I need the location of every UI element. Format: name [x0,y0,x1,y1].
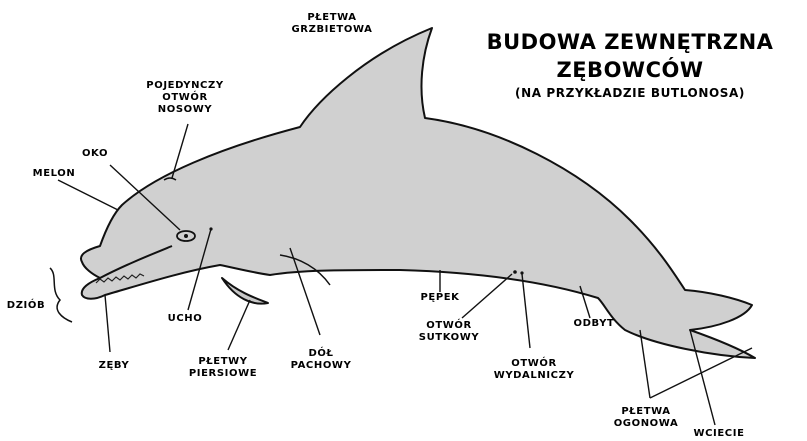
label-pletwa-grzbietowa-l1: PŁETWA [282,12,382,24]
label-otwor-nosowy-l1: POJEDYNCZY [135,80,235,92]
label-dol-pachowy-l2: PACHOWY [278,360,364,372]
label-otwor-sutkowy-l2: SUTKOWY [406,332,492,344]
pectoral-fin [222,278,268,304]
label-otwor-wydalniczy-l2: WYDALNICZY [488,370,580,382]
label-pletwa-grzbietowa-l2: GRZBIETOWA [282,24,382,36]
label-pletwy-piersiowe-l1: PŁETWY [180,356,266,368]
label-pletwy-piersiowe: PŁETWY PIERSIOWE [180,356,266,380]
title-line-3: (NA PRZYKŁADZIE BUTLONOSA) [455,86,805,100]
eye-pupil [184,234,188,238]
label-otwor-wydalniczy-l1: OTWÓR [488,358,580,370]
label-otwor-nosowy-l2: OTWÓR [135,92,235,104]
label-pletwa-ogonowa: PŁETWA OGONOWA [606,406,686,430]
label-dol-pachowy-l1: DÓŁ [278,348,364,360]
label-zeby: ZĘBY [92,360,136,372]
label-odbyt: ODBYT [566,318,622,330]
label-pepek: PĘPEK [412,292,468,304]
label-otwor-nosowy: POJEDYNCZY OTWÓR NOSOWY [135,80,235,116]
title-line-2: ZĘBOWCÓW [455,58,805,82]
label-otwor-sutkowy: OTWÓR SUTKOWY [406,320,492,344]
label-otwor-nosowy-l3: NOSOWY [135,104,235,116]
label-otwor-sutkowy-l1: OTWÓR [406,320,492,332]
label-oko: OKO [75,148,115,160]
label-dziob: DZIÓB [4,300,48,312]
label-pletwy-piersiowe-l2: PIERSIOWE [180,368,266,380]
mammary-dot [513,270,517,274]
label-pletwa-ogonowa-l1: PŁETWA [606,406,686,418]
label-melon: MELON [24,168,84,180]
dziob-bracket [50,268,72,322]
label-otwor-wydalniczy: OTWÓR WYDALNICZY [488,358,580,382]
label-pletwa-ogonowa-l2: OGONOWA [606,418,686,430]
label-wciecie: WCIECIE [684,428,754,440]
label-ucho: UCHO [163,313,207,325]
title-line-1: BUDOWA ZEWNĘTRZNA [455,30,805,54]
label-dol-pachowy: DÓŁ PACHOWY [278,348,364,372]
label-pletwa-grzbietowa: PŁETWA GRZBIETOWA [282,12,382,36]
